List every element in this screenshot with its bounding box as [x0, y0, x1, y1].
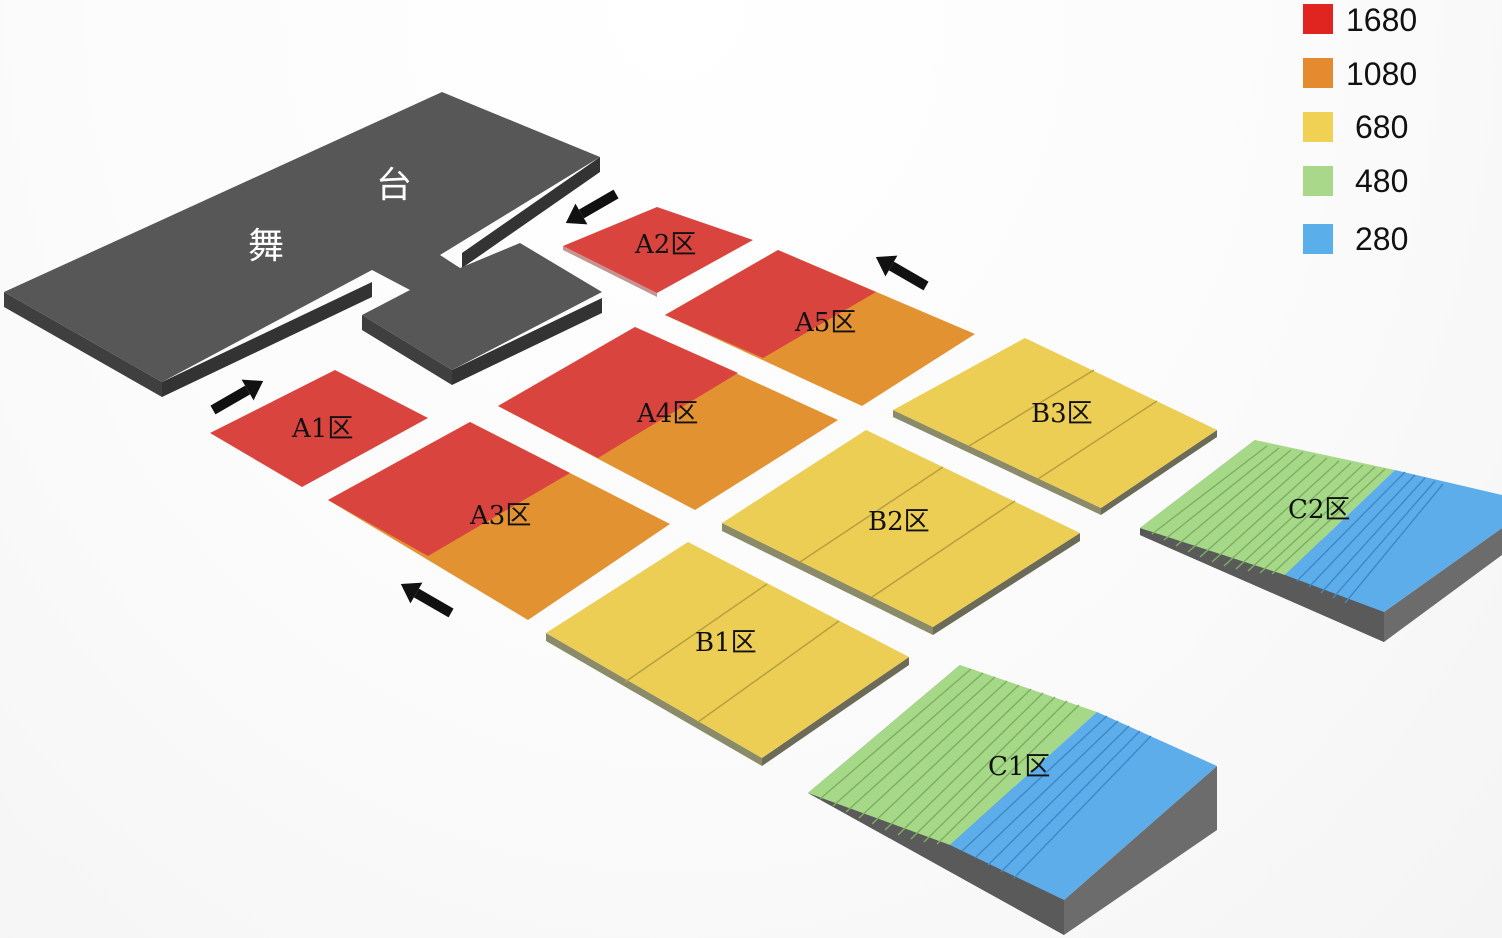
zone-a1[interactable]: A1区 [210, 370, 428, 487]
legend-swatch [1303, 224, 1333, 254]
legend-item: 680 [1303, 109, 1408, 145]
zone-label-a4: A4区 [636, 399, 698, 429]
zone-c2[interactable]: C2区 [1140, 440, 1502, 642]
stage-label-tai: 台 [376, 165, 412, 206]
zone-a5[interactable]: A5区 [665, 250, 975, 406]
zone-a3[interactable]: A3区 [328, 422, 670, 620]
zone-a2[interactable]: A2区 [563, 207, 753, 297]
legend-label: 480 [1355, 163, 1408, 199]
zone-label-b3: B3区 [1031, 399, 1093, 429]
legend-swatch [1303, 112, 1333, 142]
zone-label-a3: A3区 [469, 501, 531, 531]
arrow-icon [875, 255, 929, 291]
zone-b1[interactable]: B1区 [546, 542, 909, 766]
legend-swatch [1303, 166, 1333, 196]
stage-label-wu: 舞 [248, 226, 284, 267]
zone-label-b1: B1区 [695, 628, 757, 658]
zone-c1[interactable]: C1区 [808, 665, 1217, 935]
zone-b2[interactable]: B2区 [722, 430, 1080, 635]
zone-label-c1: C1区 [988, 752, 1050, 782]
stage-platform: 舞 台 [4, 92, 602, 397]
legend-item: 480 [1303, 163, 1408, 199]
zone-label-b2: B2区 [868, 507, 930, 537]
legend-swatch [1303, 4, 1333, 34]
zone-label-a1: A1区 [291, 414, 353, 444]
arrow-icon [210, 379, 264, 415]
legend-swatch [1303, 58, 1333, 88]
legend-item: 1680 [1303, 2, 1417, 38]
zone-label-c2: C2区 [1288, 495, 1350, 525]
price-legend: 1680 1080 680 480 280 [1303, 2, 1417, 257]
zone-label-a5: A5区 [794, 308, 856, 338]
legend-item: 1080 [1303, 56, 1417, 92]
zone-a4[interactable]: A4区 [498, 327, 838, 510]
legend-label: 1080 [1346, 56, 1417, 92]
legend-item: 280 [1303, 221, 1408, 257]
arrow-icon [565, 189, 619, 225]
legend-label: 280 [1355, 221, 1408, 257]
zone-b3[interactable]: B3区 [893, 338, 1217, 515]
legend-label: 680 [1355, 109, 1408, 145]
zone-label-a2: A2区 [634, 230, 696, 260]
arrow-icon [400, 582, 454, 618]
legend-label: 1680 [1346, 2, 1417, 38]
